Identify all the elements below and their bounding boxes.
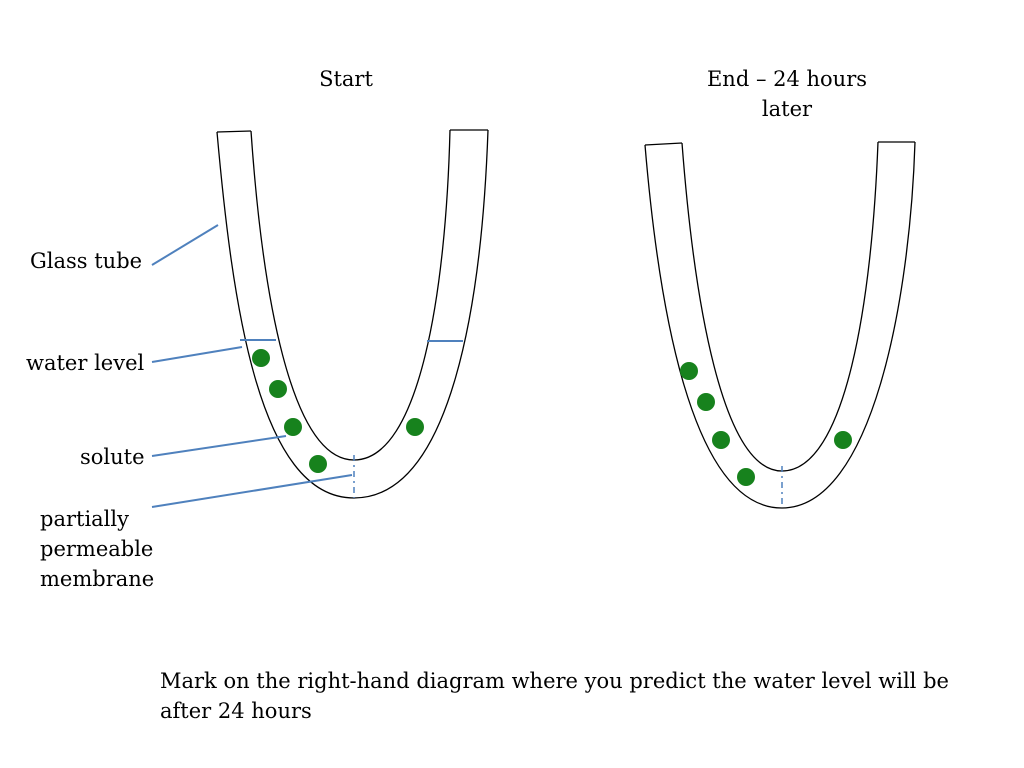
end-solute-particle — [680, 362, 698, 380]
start-tube-inner-wall — [250, 129, 451, 461]
membrane-label: partially permeable membrane — [40, 504, 180, 594]
start-solute-particle — [309, 455, 327, 473]
membrane-label-line1: partially — [40, 507, 129, 531]
water-level-label: water level — [26, 351, 145, 375]
glass-tube-leader-line — [151, 224, 219, 266]
end-solute-particle — [697, 393, 715, 411]
membrane-label-line2: permeable — [40, 537, 154, 561]
instruction-text: Mark on the right-hand diagram where you… — [160, 666, 980, 726]
membrane-label-line3: membrane — [40, 567, 155, 591]
end-solute-particle — [834, 431, 852, 449]
start-u-tube — [216, 129, 489, 499]
instruction-line1: Mark on the right-hand diagram where you… — [160, 669, 949, 693]
end-u-tube — [644, 141, 916, 509]
water-level-leader-line — [151, 346, 243, 363]
end-solute-particle — [712, 431, 730, 449]
membrane-leader-line — [151, 474, 353, 508]
glass-tube-label: Glass tube — [30, 249, 143, 273]
start-tube-left-cap — [216, 130, 252, 133]
end-tube-left-cap — [644, 142, 683, 146]
start-solute-particle — [284, 418, 302, 436]
solute-leader-line — [151, 435, 287, 457]
start-solute-particle — [406, 418, 424, 436]
instruction-line2: after 24 hours — [160, 699, 312, 723]
end-tube-outer-wall — [644, 141, 916, 509]
end-solute-particle — [737, 468, 755, 486]
end-title-line1: End – 24 hours — [706, 67, 868, 91]
leader-lines — [151, 224, 353, 508]
end-title-line2: later — [761, 97, 813, 121]
end-title: End – 24 hours later — [680, 64, 894, 124]
start-solute-particle — [269, 380, 287, 398]
solute-label: solute — [80, 445, 145, 469]
end-tube-inner-wall — [681, 141, 879, 472]
start-solute-particle — [252, 349, 270, 367]
start-title: Start — [319, 67, 373, 91]
